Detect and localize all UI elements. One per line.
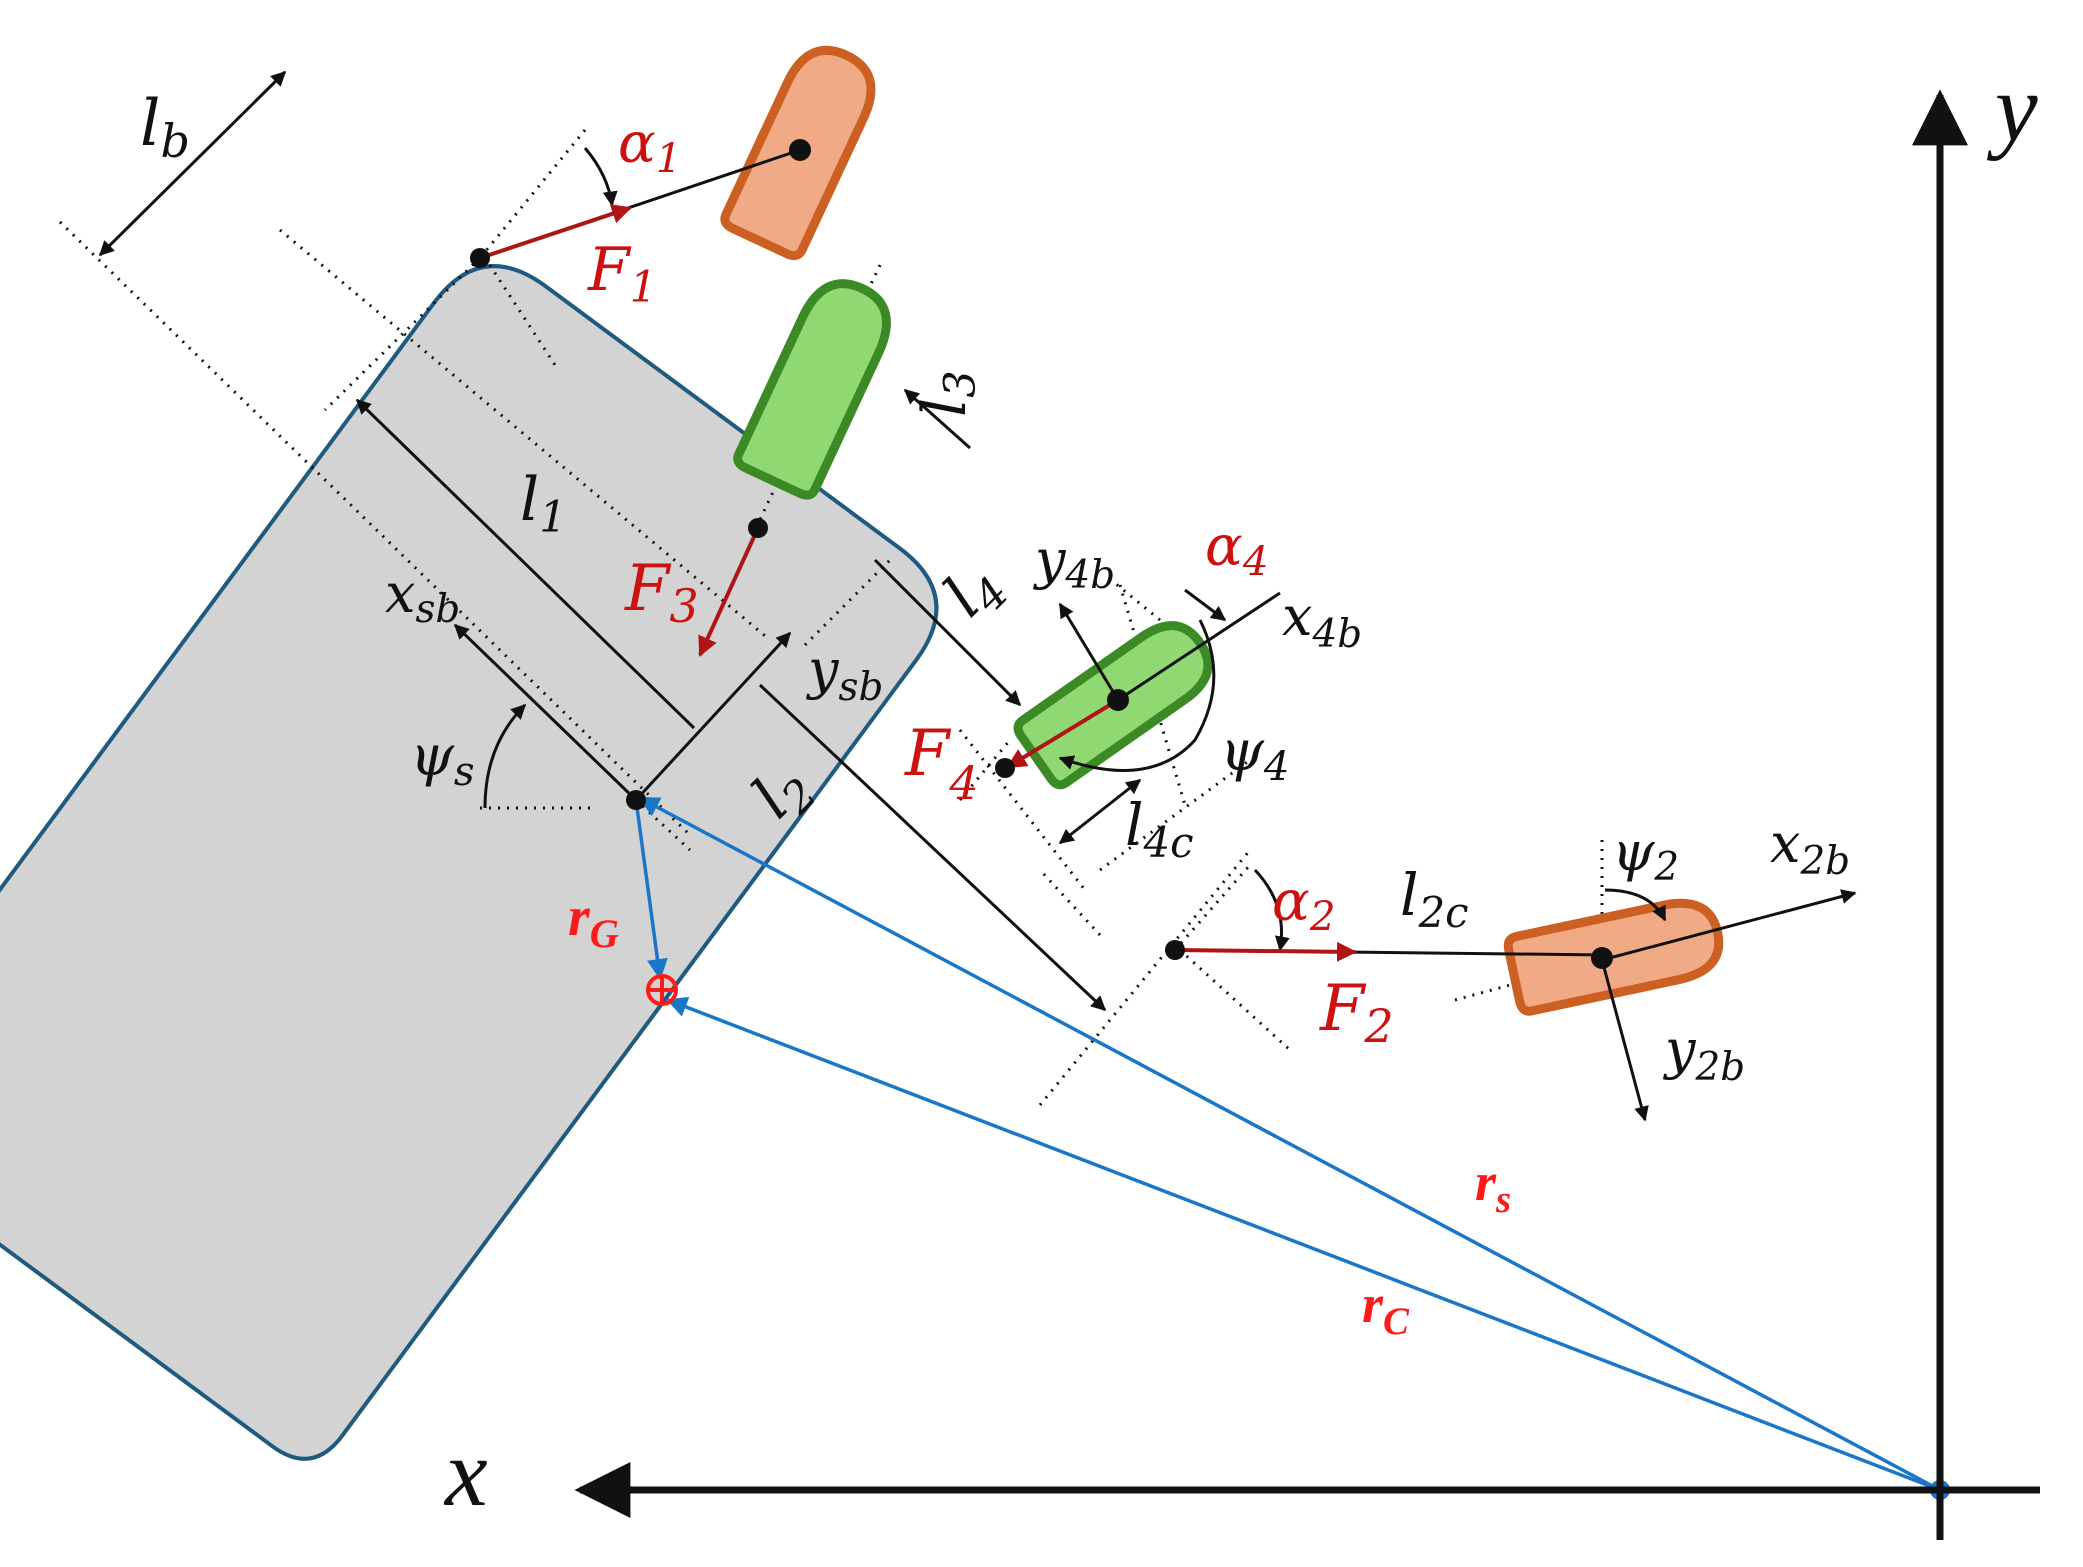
y-axis-label: y <box>1986 54 2038 161</box>
label-alpha2: α2 <box>1272 869 1335 940</box>
label-rG: rG <box>568 886 619 956</box>
ref-line-a <box>279 228 771 642</box>
ref-line-k <box>1173 864 1252 951</box>
F2-arrow <box>1174 941 1357 962</box>
force-arrows <box>479 204 1357 962</box>
rs-vector <box>638 796 1941 1492</box>
l4-arrow <box>873 558 1022 707</box>
label-xsb: xsb <box>385 562 460 632</box>
tow-point-2 <box>1165 940 1185 960</box>
tow-point-4 <box>995 758 1015 778</box>
tug-4-center <box>1107 689 1129 711</box>
tow-point-1 <box>470 248 490 268</box>
points <box>470 139 1950 1500</box>
l2-arrow <box>758 683 1107 1012</box>
label-F2: F2 <box>1319 972 1394 1053</box>
label-alpha4: α4 <box>1205 514 1268 585</box>
hull-outline <box>0 264 939 1461</box>
x4b-line <box>1117 591 1281 702</box>
ysb-arrow <box>634 631 792 802</box>
tug-3 <box>733 279 891 500</box>
psi-s-arc <box>483 703 527 809</box>
label-y2b: y2b <box>1663 1018 1745 1090</box>
dimension-arrows <box>98 70 1857 1122</box>
center-of-gravity-symbol <box>646 974 678 1006</box>
label-l4c: l4c <box>1125 791 1194 867</box>
ref-line-e <box>478 129 587 259</box>
x-axis-label: x <box>443 1419 488 1526</box>
label-psi-s: ψs <box>410 724 475 795</box>
l4c-arrow <box>1058 778 1142 845</box>
tug-3-body <box>733 279 891 500</box>
label-F4: F4 <box>904 717 979 810</box>
label-l2c: l2c <box>1400 861 1469 937</box>
tug-1-center <box>789 139 811 161</box>
ref-line-o <box>634 798 692 852</box>
ref-line-j <box>1178 948 1292 1052</box>
label-psi2: ψ2 <box>1612 820 1679 890</box>
alpha4-arc <box>1184 588 1227 622</box>
label-y4b: y4b <box>1033 528 1115 598</box>
x2b-arrow <box>1601 889 1857 962</box>
y2b-arrow <box>1600 959 1649 1122</box>
label-alpha1: α1 <box>618 111 681 182</box>
label-l3: l3 <box>910 370 986 417</box>
rG-vector <box>634 799 668 981</box>
l1-arrow <box>355 398 696 730</box>
label-F1: F1 <box>587 235 657 313</box>
psi4-arc <box>1058 619 1216 772</box>
F1-arrow <box>479 204 632 260</box>
ref-line-h <box>803 558 892 647</box>
label-psi4: ψ4 <box>1220 719 1290 790</box>
label-lb: lb <box>140 87 190 168</box>
F4-arrow <box>1006 698 1120 769</box>
label-ysb: ysb <box>806 638 883 710</box>
l3-arrow <box>903 388 971 450</box>
ref-line-d <box>323 256 482 412</box>
label-x2b: x2b <box>1770 812 1850 884</box>
ref-line-g <box>1038 868 1102 937</box>
ship-origin <box>626 790 646 810</box>
label-l1: l1 <box>520 465 567 543</box>
xsb-arrow <box>453 623 638 802</box>
label-rs: rs <box>1475 1152 1511 1221</box>
alpha2-arc <box>1253 868 1290 952</box>
global-axes <box>574 89 2040 1540</box>
label-x4b: x4b <box>1282 585 1362 657</box>
position-vectors <box>634 796 1941 1492</box>
ship-hull <box>0 264 939 1461</box>
label-F3: F3 <box>624 552 699 633</box>
alpha1-arc <box>583 147 618 207</box>
ref-line-i <box>1038 849 1252 1106</box>
y4b-arrow <box>1058 602 1120 701</box>
tug-2-center <box>1591 947 1613 969</box>
F3-arrow <box>698 527 760 657</box>
psi2-arc <box>1604 888 1667 922</box>
label-l4: l4 <box>931 548 1019 636</box>
lb-arrow <box>98 70 287 257</box>
push-point-3 <box>748 518 768 538</box>
label-rC: rC <box>1362 1274 1410 1343</box>
rC-vector <box>666 996 1941 1492</box>
